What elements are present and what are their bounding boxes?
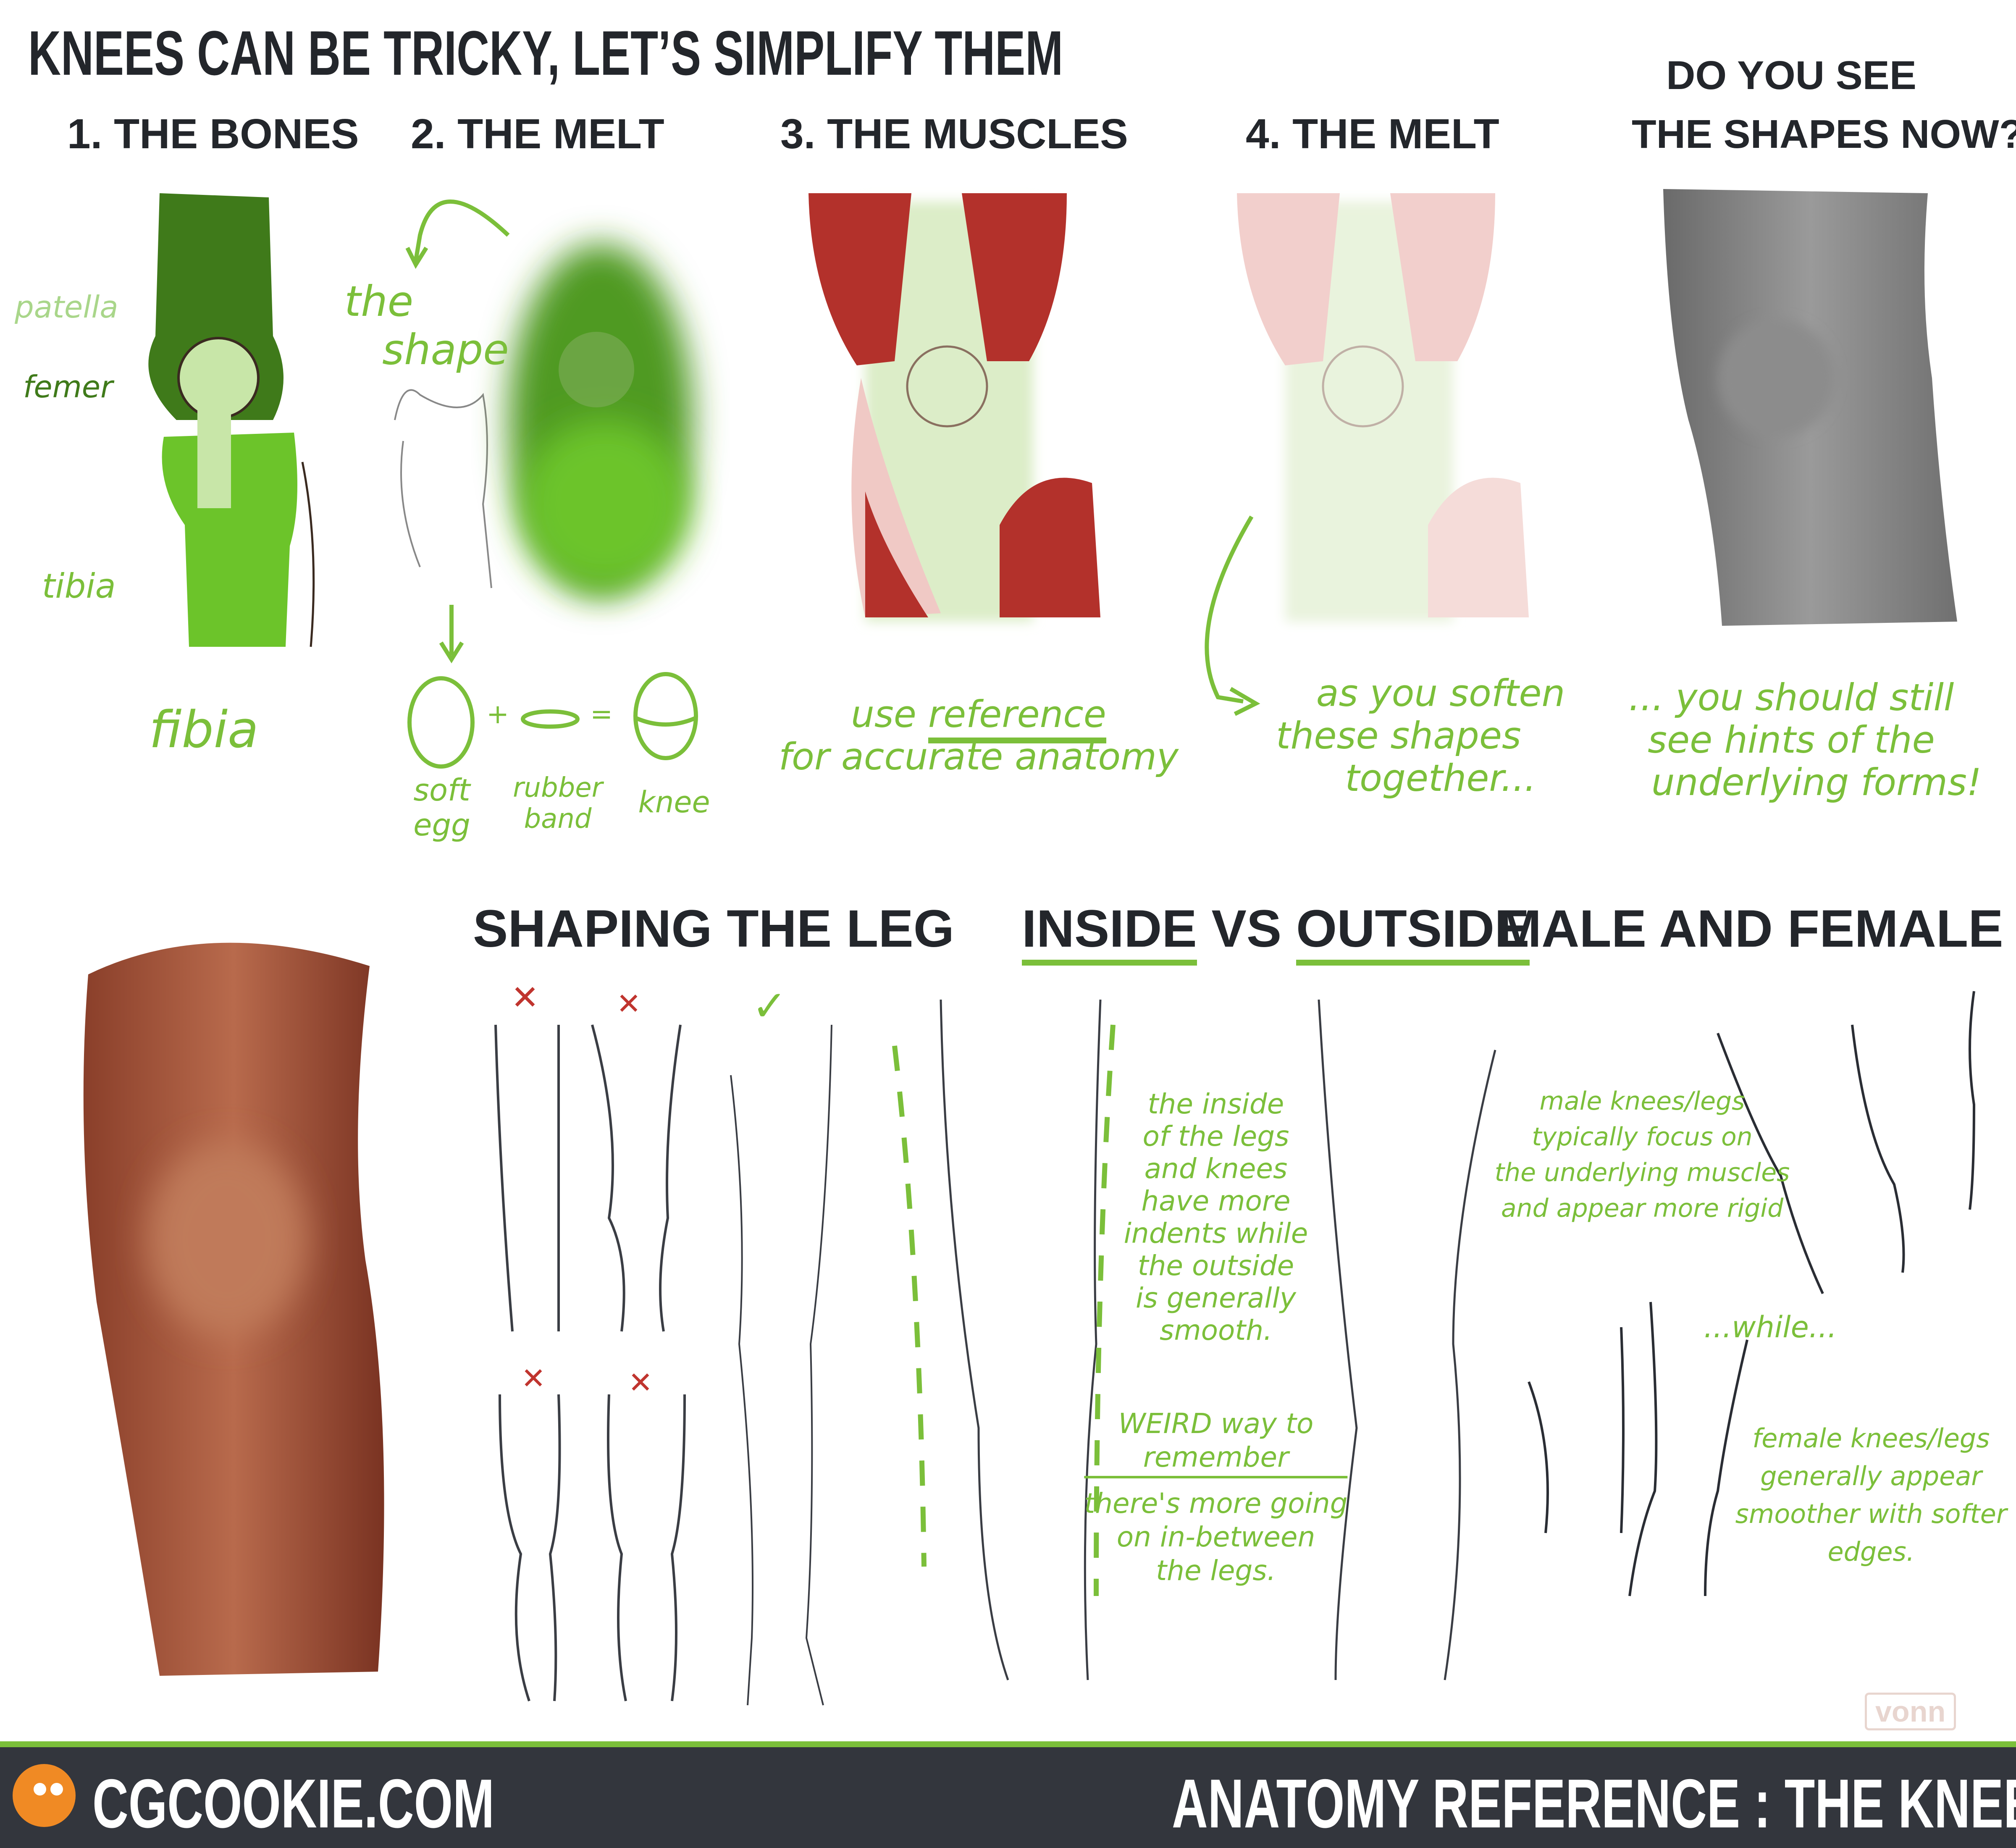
wrong-mark-icon: ✕ — [628, 1365, 653, 1400]
step-1-heading: 1. THE BONES — [67, 110, 359, 158]
inside-vs-outside-heading: INSIDE VS OUTSIDE — [1022, 899, 1530, 966]
shaping-leg-heading: SHAPING THE LEG — [473, 900, 954, 958]
weird-way-note: WEIRD way to remember there's more going… — [1084, 1407, 1348, 1587]
wrong-mark-icon: ✕ — [616, 987, 641, 1021]
hints-note: ... you should still see hints of the un… — [1628, 676, 1982, 804]
muscles-illustration — [808, 193, 1100, 622]
knee-label: knee — [638, 785, 710, 819]
use-reference-note: use reference for accurate anatomy — [779, 693, 1179, 779]
inside-outside-sketches — [940, 999, 1496, 1680]
site-link[interactable]: CGCOOKIE.COM — [92, 1765, 495, 1842]
step-2-heading: 2. THE MELT — [411, 110, 664, 158]
the-shape-note: the shape — [344, 277, 509, 374]
label-tibia: tibia — [42, 567, 116, 606]
while-note: ...while... — [1704, 1310, 1837, 1344]
bones-illustration — [148, 193, 315, 647]
male-female-sketches — [1528, 991, 1976, 1596]
page-title: KNEES CAN BE TRICKY, LET’S SIMPLIFY THEM — [28, 18, 1063, 88]
equals-sign: = — [590, 699, 613, 730]
male-note: male knees/legs typically focus on the u… — [1494, 1087, 1790, 1223]
footer-bar: CGCOOKIE.COM ANATOMY REFERENCE : THE KNE… — [0, 1741, 2016, 1848]
label-patella: patella — [15, 289, 118, 325]
shaping-leg-sketches — [494, 1024, 832, 1706]
artist-signature: vonn — [1865, 1693, 1956, 1730]
melt-illustration — [394, 200, 698, 769]
soften-note: as you soften these shapes together... — [1276, 672, 1565, 800]
step-5-heading: DO YOU SEE THE SHAPES NOW? — [1632, 53, 2016, 157]
step-4-heading: 4. THE MELT — [1246, 110, 1499, 158]
melt2-illustration — [1205, 193, 1529, 716]
plus-sign: + — [486, 699, 509, 730]
male-female-heading: MALE AND FEMALE — [1498, 900, 2003, 958]
check-mark-icon: ✓ — [752, 981, 787, 1031]
inside-dashed-guides — [892, 1024, 1116, 1596]
female-note: female knees/legs generally appear smoot… — [1735, 1423, 2007, 1567]
inside-note: the inside of the legs and knees have mo… — [1124, 1088, 1308, 1347]
reference-word: reference — [928, 693, 1106, 743]
wrong-mark-icon: ✕ — [511, 978, 539, 1017]
wrong-mark-icon: ✕ — [521, 1361, 546, 1396]
skin-knee-illustration — [83, 942, 384, 1676]
label-femur: femer — [23, 369, 113, 404]
cgcookie-logo-icon — [13, 1764, 76, 1827]
label-fibula: fibia — [149, 701, 259, 759]
step-3-heading: 3. THE MUSCLES — [780, 110, 1128, 158]
footer-title: ANATOMY REFERENCE : THE KNEE — [1172, 1765, 2016, 1842]
gray-knee-illustration — [1663, 189, 1957, 626]
